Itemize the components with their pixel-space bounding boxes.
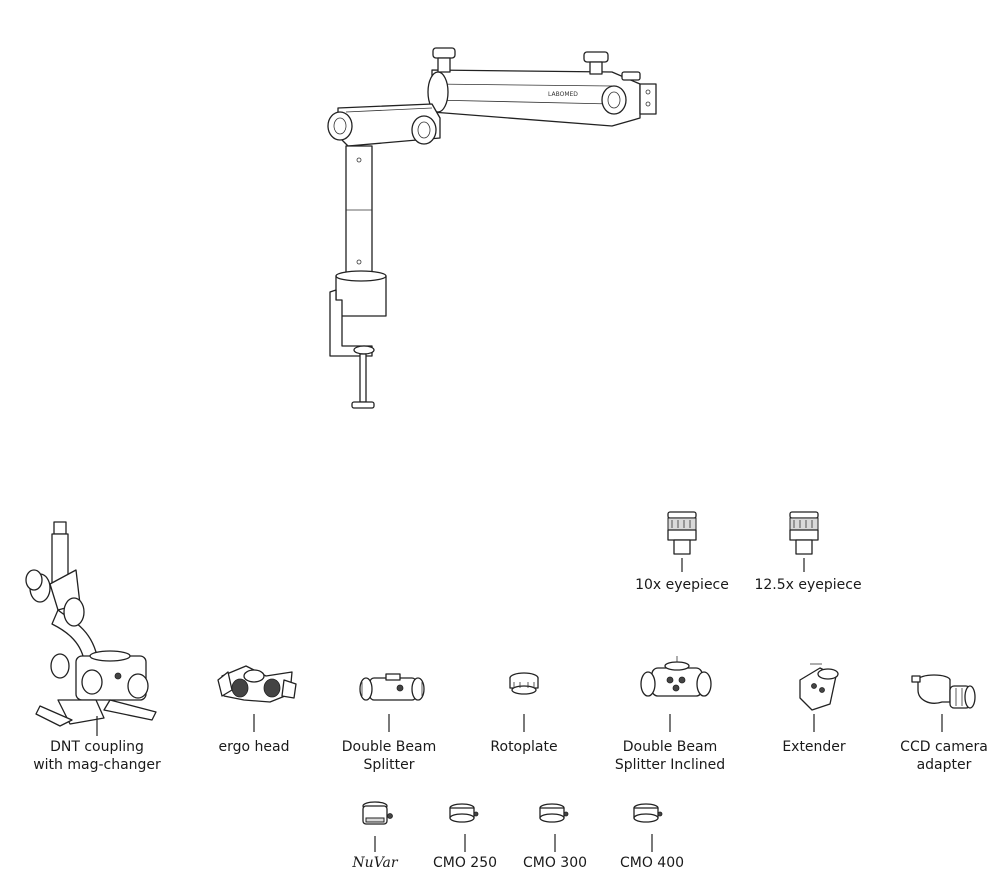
label-cmo-300: CMO 300 (522, 855, 588, 871)
brand-logo: LABOMED (548, 91, 578, 98)
label-10x-eyepiece: 10x eyepiece (635, 577, 729, 593)
label-cmo-250: CMO 250 (432, 855, 498, 871)
double-beam-splitter-inclined-drawing (640, 656, 712, 732)
cmo-300-drawing (539, 803, 569, 852)
label-12-5x-eyepiece: 12.5x eyepiece (754, 577, 862, 593)
label-ergo-head: ergo head (218, 739, 290, 755)
ccd-adapter-drawing (911, 674, 976, 732)
ergo-head-drawing (217, 665, 297, 732)
label-double-beam-splitter: Double Beam Splitter (341, 739, 437, 773)
double-beam-splitter-drawing (359, 673, 425, 732)
eyepiece-12-5x-drawing (789, 511, 819, 572)
cmo-250-drawing (449, 803, 479, 852)
dnt-coupling-drawing (25, 521, 157, 736)
rotoplate-drawing (509, 672, 539, 732)
label-nuvar: NuVar (352, 855, 398, 871)
label-rotoplate: Rotoplate (490, 739, 558, 755)
label-ccd-camera-adapter: CCD camera adapter (900, 739, 988, 773)
nuvar-drawing (362, 801, 393, 852)
label-double-beam-splitter-inclined: Double Beam Splitter Inclined (614, 739, 726, 773)
extender-drawing (799, 663, 839, 732)
label-cmo-400: CMO 400 (619, 855, 685, 871)
label-extender: Extender (782, 739, 846, 755)
eyepiece-10x-drawing (667, 511, 697, 572)
mounting-arm-drawing: LABOMED (327, 47, 657, 409)
label-dnt-coupling: DNT coupling with mag-changer (33, 739, 161, 773)
cmo-400-drawing (633, 803, 663, 852)
